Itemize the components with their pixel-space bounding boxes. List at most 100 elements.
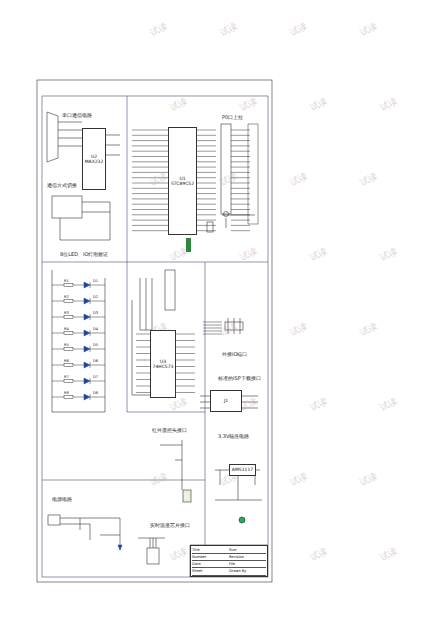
pin-wire [136,392,150,393]
led-wire [90,365,105,366]
pullup-wire [231,167,250,168]
io-wire [203,334,222,335]
led-wire [52,333,64,334]
io-wire [203,325,222,326]
part-ref: D5 [93,344,98,348]
pin-wire [136,379,150,380]
section-title: 8位LED、IO灯泡验证 [60,252,108,257]
chip-text: Title [192,547,229,554]
led-wire [90,285,105,286]
pin-wire [132,230,168,231]
led-wire [73,381,84,382]
section-title: 电源电路 [52,497,72,502]
pullup-wire [231,183,250,184]
chip-text: Number [192,554,229,561]
resistor-ref: R7 [64,376,69,380]
resistor-symbol [64,348,73,351]
pullup-wire [231,145,250,146]
section-title: 外接IO端口 [222,352,247,357]
pin-wire [176,347,195,348]
pullup-wire [231,214,250,215]
resistor-symbol [64,284,73,287]
section-title: 标准的ISP下载接口 [218,376,261,381]
resistor-symbol [64,396,73,399]
watermark: 试读 [239,246,259,262]
resistor-ref: R3 [64,312,69,316]
pin-wire [176,360,195,361]
led-wire [73,285,84,286]
sheet-frame [37,80,272,582]
watermark: 试读 [289,321,309,337]
pullup-wire [231,161,250,162]
pin-wire [176,392,195,393]
watermark: 试读 [239,96,259,112]
led-wire [52,317,64,318]
power-jack [48,515,60,525]
chip-box: U2MAX232 [82,128,106,190]
pin-wire [176,353,195,354]
db9-connector [47,112,58,162]
watermark: 试读 [379,546,399,562]
pin-wire [176,379,195,380]
pin-wire [176,334,195,335]
title-block: TitleSizeNumberRevisionDateFileSheetDraw… [190,545,268,577]
pin-wire [176,366,195,367]
chip-text: STC89C52 [171,181,194,186]
pullup-wire [231,225,250,226]
part-ref: D2 [93,296,98,300]
watermark: 试读 [309,396,329,412]
led-wire [73,365,84,366]
led-wire [90,381,105,382]
pin-wire [136,347,150,348]
part-ref: D3 [93,312,98,316]
chip-text: U2 [91,154,97,159]
watermark: 试读 [359,171,379,187]
led-wire [52,381,64,382]
resistor-symbol [64,364,73,367]
resistor-ref: R1 [64,280,69,284]
pin-wire [132,225,168,226]
watermark: 试读 [289,171,309,187]
pin-wire [176,373,195,374]
pin-wire [132,209,168,210]
led-wire [73,333,84,334]
switch-header [52,196,82,218]
section-title: 通信方式切换 [47,183,77,188]
watermark: 试读 [219,171,239,187]
chip-text: Drawn By [229,568,266,575]
pin-wire [136,360,150,361]
pullup-wire [231,130,250,131]
watermark: 试读 [289,471,309,487]
chip-text: AMS1117 [232,467,253,472]
chip-box: U1STC89C52 [168,127,197,235]
watermark: 试读 [169,96,189,112]
part-ref: D4 [93,328,98,332]
pin-wire [136,373,150,374]
section-title: 串口通信电路 [62,113,92,118]
p0-header [248,124,258,224]
led-wire [52,285,64,286]
watermark: 试读 [359,321,379,337]
pin-wire [136,334,150,335]
resistor-symbol [64,380,73,383]
part-ref: D6 [93,360,98,364]
led-wire [90,317,105,318]
led-symbol [84,394,90,400]
section-title: 3.3V稳压电路 [218,434,249,439]
chip-box: U374HC573 [150,330,176,398]
resistor-symbol [64,316,73,319]
pin-wire [136,366,150,367]
pin-wire [132,130,168,131]
led-symbol [84,362,90,368]
watermark: 试读 [219,21,239,37]
led-symbol [84,330,90,336]
section-title: 实时温度芯片接口 [150,523,190,528]
pin-wire [132,220,168,221]
resistor-ref: R2 [64,296,69,300]
watermark: 试读 [289,21,309,37]
chip-box: J1 [210,390,242,412]
section-title: P0口上拉 [222,115,243,120]
resistor-symbol [64,332,73,335]
pin-wire [132,151,168,152]
